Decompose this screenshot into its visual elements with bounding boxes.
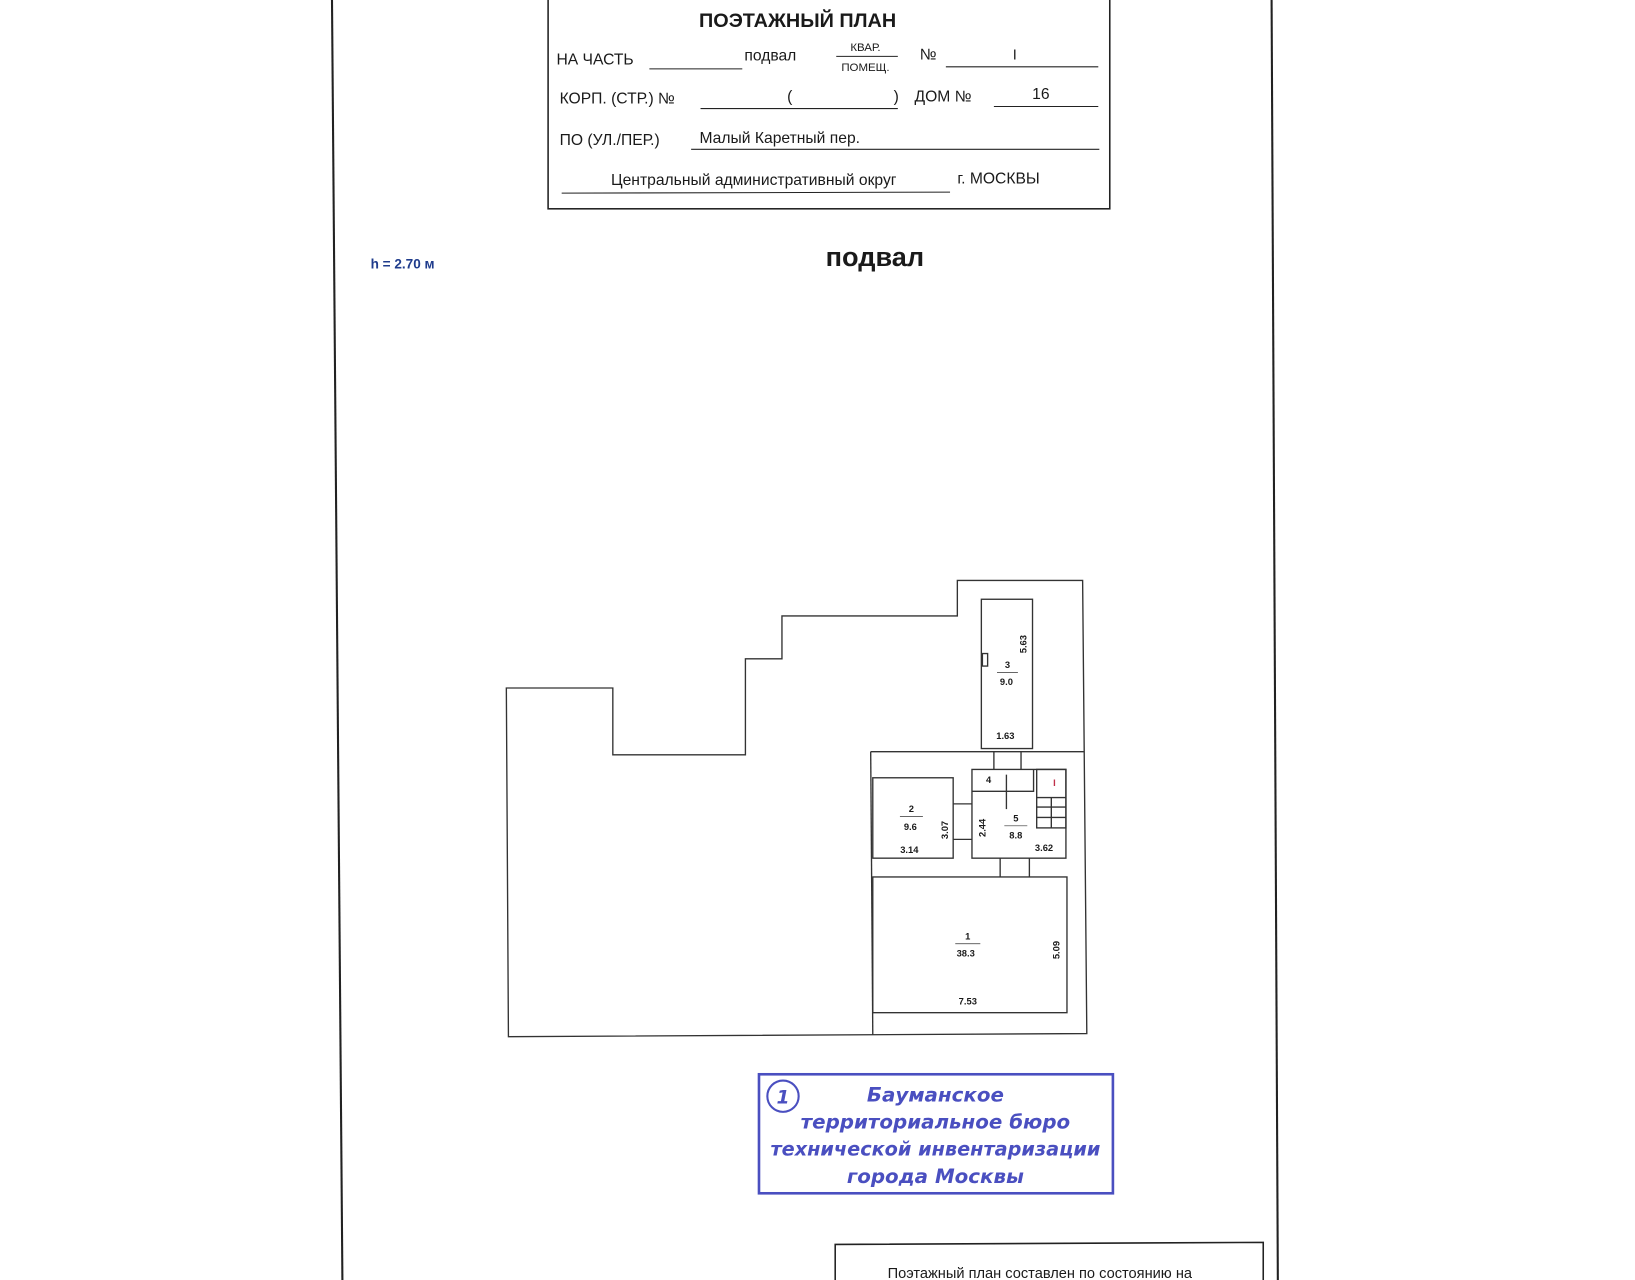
stamp-line-2: территориальное бюро (801, 1111, 1070, 1134)
ceiling-height-label: h = 2.70 м (371, 256, 435, 271)
room-2-number: 2 (909, 803, 914, 814)
room-3-number: 3 (1005, 659, 1010, 670)
city-value: г. МОСКВЫ (957, 171, 1039, 188)
room-3-area: 9.0 (1000, 676, 1013, 687)
room-3 (980, 598, 1034, 750)
room-1-area: 38.3 (957, 947, 975, 958)
room-1-depth: 5.09 (1051, 941, 1062, 959)
room-2-width: 3.14 (900, 844, 919, 855)
room-1-width: 7.53 (959, 995, 977, 1006)
room-4-number: 4 (986, 774, 992, 785)
floor-plan (505, 579, 1088, 1038)
stamp-line-4: города Москвы (847, 1165, 1024, 1188)
stamp-line-1: Бауманское (867, 1083, 1004, 1106)
street-label: ПО (УЛ./ПЕР.) (560, 132, 660, 149)
room-2 (872, 777, 954, 859)
building-outline (505, 579, 1088, 1038)
room-2-area: 9.6 (904, 821, 917, 832)
floor-title: подвал (826, 241, 924, 272)
building-label: КОРП. (СТР.) № (560, 90, 675, 107)
stamp-line-3: технической инвентаризации (770, 1138, 1100, 1161)
number-value: I (1013, 48, 1017, 64)
number-label: № (920, 47, 937, 64)
room-5-depth: 2.44 (977, 818, 988, 837)
footer-note: Поэтажный план составлен по состоянию на (888, 1266, 1193, 1280)
room-labels: 1 38.3 7.53 5.09 2 9.6 3.14 3.07 3 9.0 1… (899, 635, 1062, 1006)
room-3-width: 1.63 (996, 730, 1014, 741)
street-value: Малый Каретный пер. (699, 130, 860, 147)
part-value: подвал (744, 48, 796, 65)
room-3-depth: 5.63 (1017, 635, 1028, 653)
stair-marker: I (1053, 777, 1056, 788)
stamp-number: 1 (776, 1088, 789, 1109)
footer-box: Поэтажный план составлен по состоянию на (834, 1241, 1265, 1280)
bti-stamp: 1 Бауманское территориальное бюро технич… (757, 1072, 1115, 1195)
unit-type-bottom: ПОМЕЩ. (841, 62, 889, 74)
building-close: ) (894, 88, 899, 105)
house-value: 16 (1032, 86, 1050, 103)
unit-type-top: КВАР. (850, 42, 880, 54)
room-5-number: 5 (1013, 813, 1018, 824)
room-1 (872, 876, 1068, 1014)
header-box: ПОЭТАЖНЫЙ ПЛАН НА ЧАСТЬ подвал КВАР. ПОМ… (547, 0, 1111, 210)
building-open: ( (787, 88, 793, 105)
room-2-depth: 3.07 (939, 821, 950, 839)
room-5-area: 8.8 (1009, 829, 1022, 840)
page-left-border (330, 0, 344, 1280)
district-value: Центральный административный округ (611, 172, 897, 189)
room-1-number: 1 (965, 931, 970, 942)
house-label: ДОМ № (915, 88, 972, 105)
room-5-width: 3.62 (1035, 842, 1053, 853)
part-label: НА ЧАСТЬ (556, 52, 633, 69)
page-right-border (1270, 0, 1279, 1280)
header-title: ПОЭТАЖНЫЙ ПЛАН (699, 8, 896, 32)
